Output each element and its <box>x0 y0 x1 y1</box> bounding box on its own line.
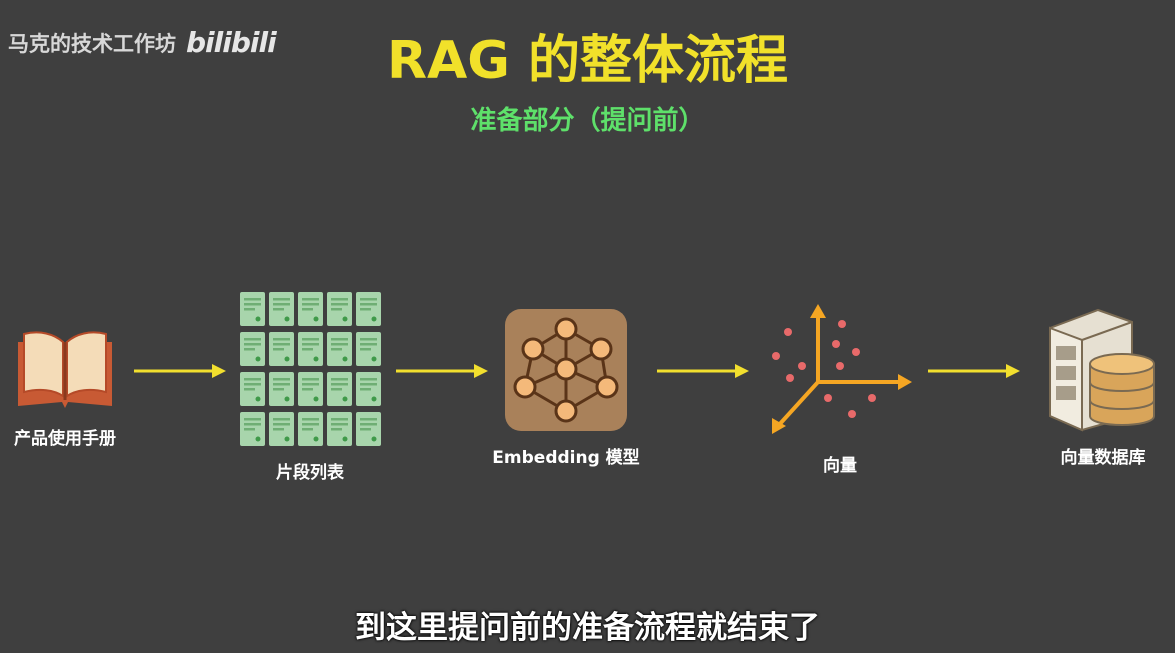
step-manual <box>12 328 122 416</box>
chunk-grid-icon <box>240 292 381 446</box>
page-title: RAG 的整体流程 <box>386 31 789 91</box>
step-chunks <box>240 292 385 447</box>
page-subtitle: 准备部分（提问前） <box>470 106 705 136</box>
book-icon <box>18 331 112 408</box>
chunk-card-icon <box>269 292 294 326</box>
chunk-card-icon <box>298 332 323 366</box>
step-embedding-label: Embedding 模型 <box>492 448 640 468</box>
chunk-card-icon <box>327 412 352 446</box>
database-server-icon <box>1049 308 1155 432</box>
step-vector <box>760 300 920 444</box>
step-vector-label: 向量 <box>823 456 857 476</box>
chunk-card-icon <box>240 412 265 446</box>
step-vector-db <box>1042 306 1158 436</box>
bilibili-logo: bilibili <box>186 26 277 59</box>
chunk-card-icon <box>327 372 352 406</box>
chunk-card-icon <box>298 412 323 446</box>
arrow-icon <box>657 364 749 378</box>
chunk-card-icon <box>356 292 381 326</box>
chunk-card-icon <box>240 292 265 326</box>
step-chunks-label: 片段列表 <box>276 463 344 483</box>
chunk-card-icon <box>269 372 294 406</box>
arrow-icon <box>396 364 488 378</box>
chunk-card-icon <box>298 292 323 326</box>
arrow-icon <box>134 364 226 378</box>
chunk-card-icon <box>327 332 352 366</box>
arrow-icon <box>928 364 1020 378</box>
chunk-card-icon <box>269 332 294 366</box>
neural-network-icon <box>505 309 627 431</box>
chunk-card-icon <box>327 292 352 326</box>
chunk-card-icon <box>356 412 381 446</box>
step-vector-db-label: 向量数据库 <box>1060 448 1146 468</box>
video-caption: 到这里提问前的准备流程就结束了 <box>355 610 820 646</box>
vector-space-icon <box>772 304 912 434</box>
chunk-card-icon <box>298 372 323 406</box>
channel-name: 马克的技术工作坊 <box>8 31 176 56</box>
chunk-card-icon <box>240 332 265 366</box>
chunk-card-icon <box>269 412 294 446</box>
chunk-card-icon <box>356 332 381 366</box>
chunk-card-icon <box>356 372 381 406</box>
channel-watermark: 马克的技术工作坊 bilibili <box>8 26 277 59</box>
chunk-card-icon <box>240 372 265 406</box>
step-manual-label: 产品使用手册 <box>14 429 116 449</box>
step-embedding <box>503 307 629 437</box>
